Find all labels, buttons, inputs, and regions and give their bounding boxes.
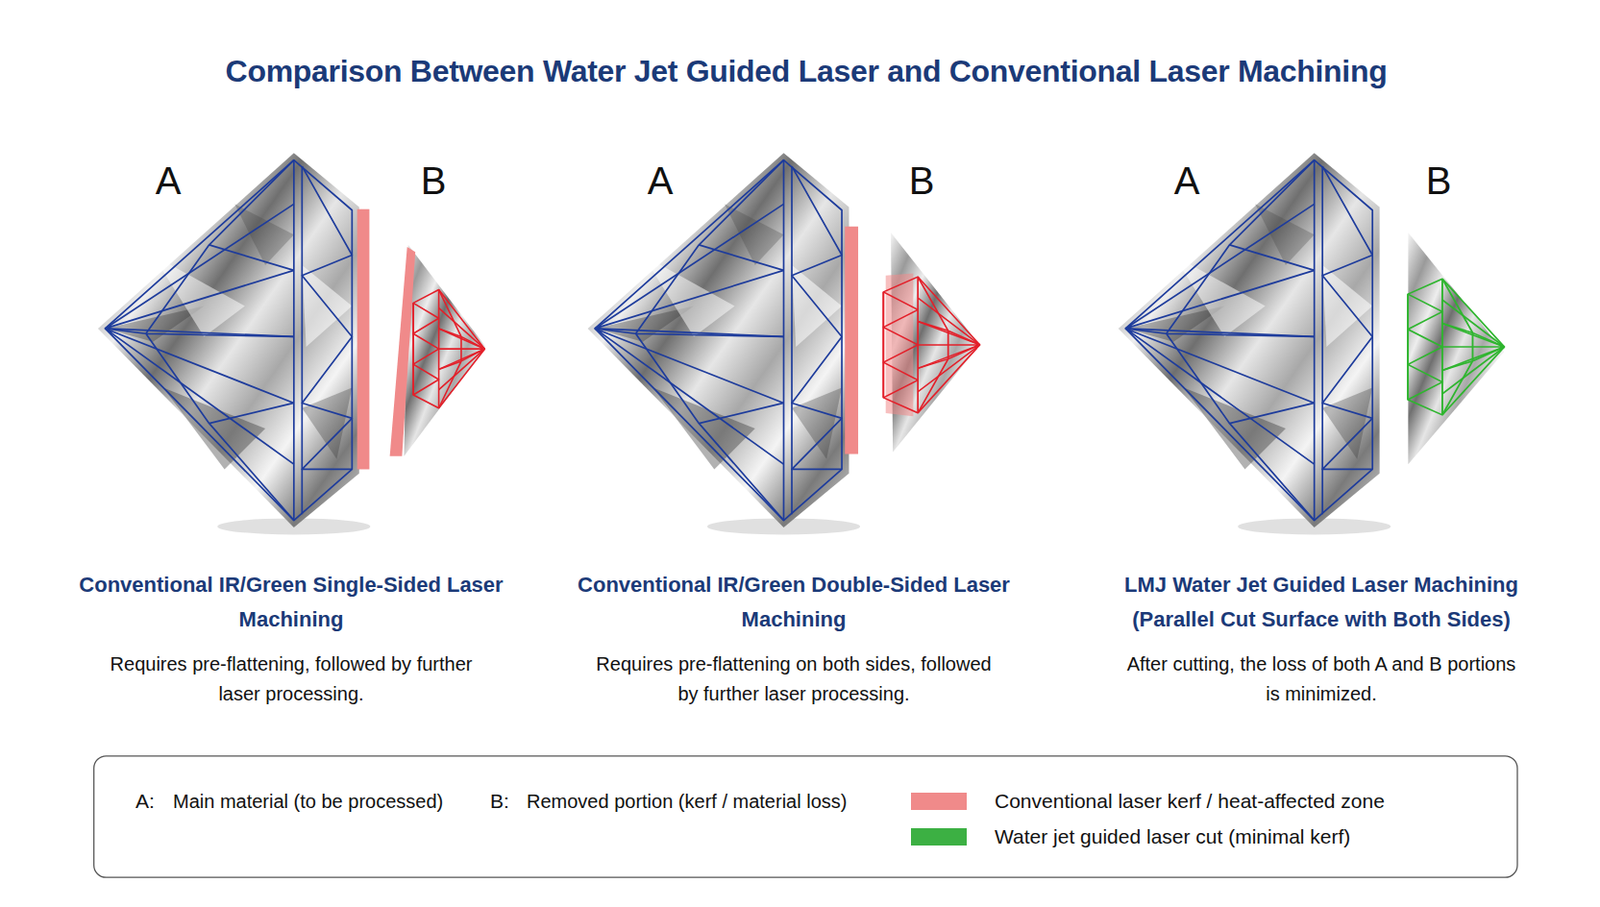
main-gem (1118, 152, 1392, 535)
panel-note: Requires pre-flattening, followed by fur… (89, 649, 493, 710)
page-title: Comparison Between Water Jet Guided Lase… (225, 53, 1388, 90)
legend-text: Water jet guided laser cut (minimal kerf… (994, 825, 1351, 849)
part-letter: A (155, 157, 182, 204)
gem-wireframe (883, 276, 980, 414)
part-letter: B (420, 157, 447, 204)
main-gem (98, 152, 371, 535)
part-letter: B (909, 157, 936, 204)
key-text: Removed portion (kerf / material loss) (526, 789, 847, 813)
gem-wireframe (413, 290, 485, 409)
legend-frame (94, 756, 1518, 878)
gem-wireframe (1407, 278, 1504, 416)
legend-swatch (910, 828, 967, 846)
legend-swatch (910, 792, 967, 811)
kerf-band (390, 246, 417, 457)
part-letter: B (1426, 157, 1453, 204)
panel-note: After cutting, the loss of both A and B … (1119, 649, 1524, 710)
part-letter: A (1174, 157, 1201, 204)
panel-note: Requires pre-flattening on both sides, f… (591, 649, 996, 710)
key-text: Main material (to be processed) (172, 789, 444, 813)
removed-gem (403, 245, 486, 457)
kerf-band (844, 226, 859, 455)
panel-heading: LMJ Water Jet Guided Laser Machining (Pa… (1081, 567, 1562, 638)
legend-text: Conventional laser kerf / heat-affected … (994, 789, 1385, 813)
panel-heading: Conventional IR/Green Double-Sided Laser… (567, 567, 1020, 638)
key-letter: A: (135, 788, 155, 813)
part-letter: A (647, 157, 674, 204)
kerf-band (357, 209, 370, 470)
panel-heading: Conventional IR/Green Single-Sided Laser… (65, 567, 517, 638)
main-gem (588, 152, 862, 535)
removed-gem (1407, 232, 1504, 465)
key-letter: B: (490, 788, 510, 813)
